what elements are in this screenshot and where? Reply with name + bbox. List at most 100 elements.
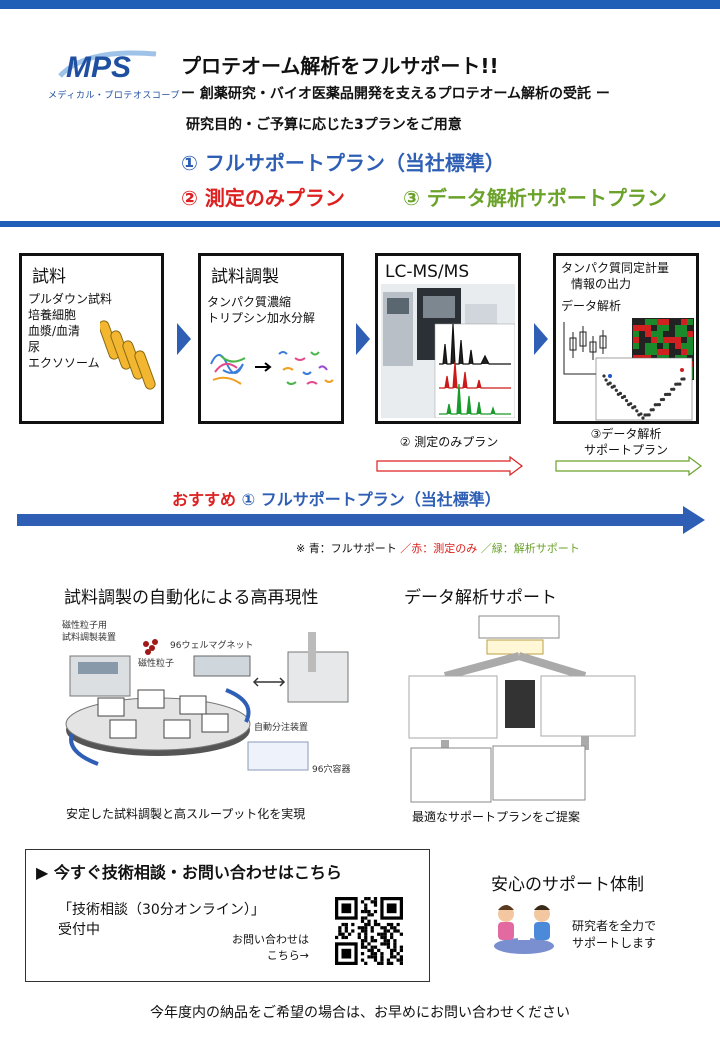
analysis-plan-arrow [555,456,702,476]
plan-measure-only: ② 測定のみプラン [181,186,345,210]
qr-module [377,922,381,927]
qr-module [393,948,397,953]
list-item: 尿 [28,340,41,354]
volcano-dot [629,402,633,406]
heatmap-cell [651,337,657,343]
chevron-right-icon [356,323,370,355]
heatmap-cell [633,343,639,349]
qr-module [383,942,387,946]
qr-module [380,926,384,930]
researchers-meeting-icon [494,905,554,954]
qr-module [380,942,384,946]
list-item: 血漿/血清 [28,324,81,338]
heatmap-cell [687,319,693,325]
chevron-right-icon [177,323,191,355]
qr-module [364,926,368,930]
heatmap-cell [663,337,669,343]
heatmap-cell [675,325,681,331]
qr-module [360,909,365,914]
heatmap-cell [651,349,657,355]
qr-module [370,929,374,933]
heatmap-cell [633,325,639,331]
qr-module [396,958,400,962]
qr-module [373,945,378,949]
qr-module [370,952,374,956]
heatmap-cell [651,319,657,325]
chevron-right-icon [534,323,548,355]
top-band [0,0,720,9]
step-title: 試料 [32,267,66,287]
qr-module [341,922,345,927]
qr-module [390,952,394,956]
measure-plan-label: ② 測定のみプラン [399,435,499,449]
heatmap-cell [657,319,663,325]
qr-code-icon[interactable] [335,897,403,965]
legend-red: ／赤：測定のみ [400,542,478,555]
protein-digestion-icon [210,351,334,385]
qr-module [377,932,381,936]
qr-module [367,897,371,901]
volcano-dot [612,384,616,388]
qr-module [364,916,368,920]
step-title: タンパク質同定計量 情報の出力 [561,260,669,292]
list-item: データ解析 [561,299,622,313]
heatmap-cell [681,319,687,325]
heatmap-cell [687,337,693,343]
heatmap-cell [669,325,675,331]
qr-module [373,958,378,962]
heatmap-cell [639,343,645,349]
qr-module [357,932,361,936]
volcano-dot [641,416,645,420]
qr-module [364,909,368,914]
qr-module [357,926,361,930]
list-item: プルダウン試料 [28,292,113,306]
particles-label: 磁性粒子 [138,657,174,669]
automation-illustration: 磁性粒子用 試料調製装置 磁性粒子 96ウェルマグネット 自動分注装置 96穴容… [62,619,350,775]
consultation-line: 受付中 [58,922,100,938]
automation-caption: 安定した試料調製と高スループット化を実現 [66,807,306,821]
qr-module [373,955,378,959]
list-item: トリプシン加水分解 [207,311,316,325]
qr-module [367,919,371,923]
heatmap-cell [657,325,663,331]
qr-module [347,932,352,936]
qr-module [360,900,365,904]
qr-module [370,945,374,949]
heatmap-cell [681,337,687,343]
recommend-label: おすすめ ① フルサポートプラン（当社標準） [172,486,501,510]
plan-analysis-support: ③ データ解析サポートプラン [403,186,667,210]
prep-list: タンパク質濃縮 トリプシン加水分解 [207,294,315,326]
qr-module [399,932,403,936]
recommend-prefix: おすすめ [172,490,237,509]
heatmap-cell [633,349,639,355]
heatmap-cell [633,337,639,343]
full-support-arrow [17,506,705,534]
volcano-dot [672,387,676,391]
qr-module [377,961,381,965]
inquiry-line: こちら→ [266,949,309,962]
qr-module [386,942,391,946]
qr-module [364,945,368,949]
footer-note: 今年度内の納品をご希望の場合は、お早めにお問い合わせください [150,1005,570,1021]
qr-module [390,955,394,959]
list-item: 培養細胞 [28,308,77,322]
heatmap-cell [663,319,669,325]
volcano-dot [657,403,661,407]
qr-module [367,948,371,953]
qr-module [373,903,378,907]
qr-module [386,922,391,927]
device-label: 磁性粒子用 [62,619,107,631]
volcano-dot [682,377,686,381]
qr-module [351,929,355,933]
qr-module [393,942,397,946]
qr-module [364,961,368,965]
analysis-plan-line: サポートプラン [583,443,668,457]
volcano-dot [624,398,629,403]
step-title-line: タンパク質同定計量 [561,261,670,275]
qr-module [393,926,397,930]
qr-module [396,922,400,927]
divider-band [0,221,720,227]
heatmap-cell [651,331,657,337]
qr-module [370,939,374,943]
qr-module [360,919,365,923]
